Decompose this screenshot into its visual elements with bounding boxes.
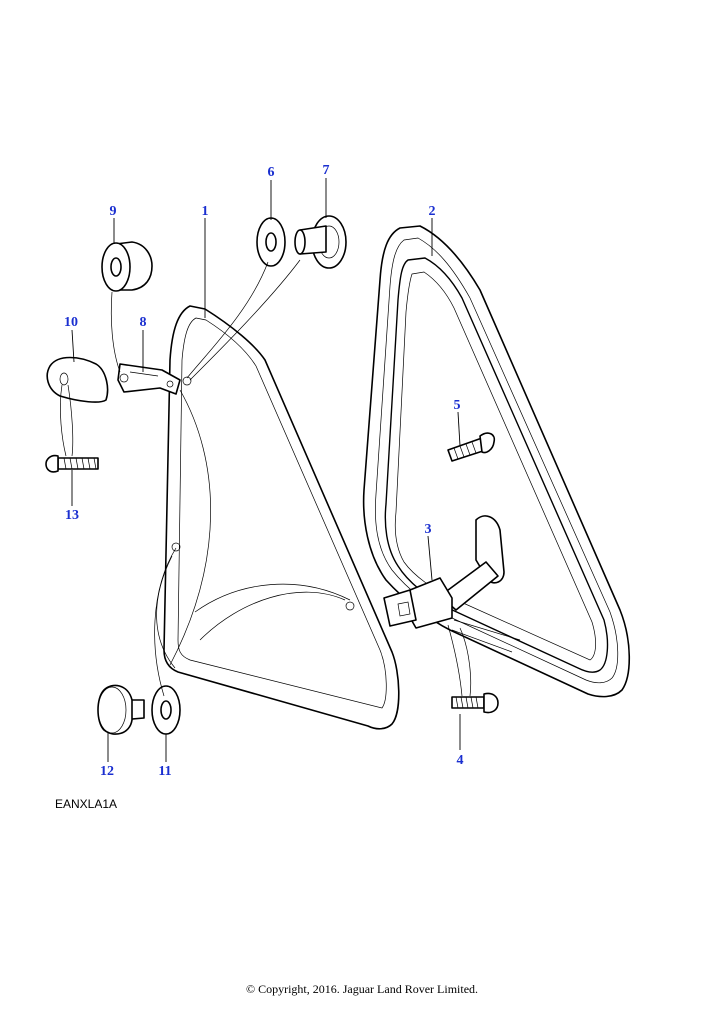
callout-13: 13: [65, 508, 79, 523]
part-3-stay-catch: [383, 515, 521, 653]
part-13-screw: [45, 454, 99, 473]
callout-9: 9: [110, 204, 117, 219]
part-11-washer: [151, 685, 181, 735]
callout-2: 2: [429, 204, 436, 219]
part-12-knob: [97, 684, 145, 735]
diagram-reference-code: EANXLA1A: [55, 797, 118, 811]
callout-leaders: [71, 178, 461, 762]
callout-labels: 1 2 3 4 5 6 7 8 9 10 11 12 13: [64, 163, 464, 779]
part-5-screw: [447, 432, 496, 462]
callout-1: 1: [202, 204, 209, 219]
callout-5: 5: [454, 398, 461, 413]
part-9-grommet: [101, 241, 153, 292]
assembly-guide-lines: [60, 259, 472, 697]
callout-12: 12: [100, 764, 114, 779]
callout-4: 4: [457, 753, 464, 768]
callout-3: 3: [425, 522, 432, 537]
part-10-cap: [46, 356, 109, 403]
part-2-window-frame: [362, 225, 631, 698]
part-1-glass-pane: [156, 305, 400, 730]
callout-6: 6: [268, 165, 275, 180]
part-4-screw: [451, 692, 499, 714]
part-7-bush: [294, 215, 347, 269]
callout-11: 11: [158, 764, 171, 779]
part-8-bracket: [117, 363, 181, 395]
callout-10: 10: [64, 315, 78, 330]
part-6-washer: [256, 217, 286, 267]
callout-8: 8: [140, 315, 147, 330]
callout-7: 7: [323, 163, 330, 178]
copyright-notice: © Copyright, 2016. Jaguar Land Rover Lim…: [245, 982, 479, 996]
